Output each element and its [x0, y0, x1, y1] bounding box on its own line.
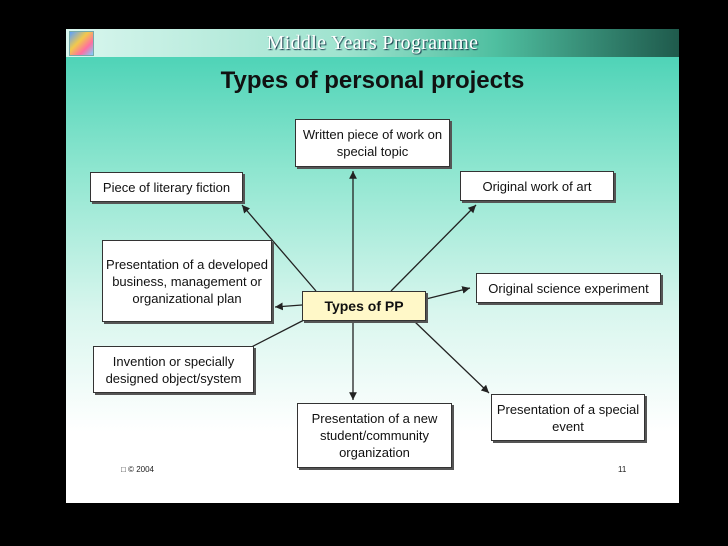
arrow-science	[425, 286, 471, 300]
arrow-art	[390, 204, 477, 292]
footer-copyright: □ © 2004	[121, 465, 154, 474]
node-art: Original work of art	[460, 171, 614, 201]
ib-logo-icon	[69, 31, 94, 56]
programme-title: Middle Years Programme	[266, 32, 479, 54]
center-node: Types of PP	[302, 291, 426, 321]
footer-logo-icon: □	[121, 465, 126, 474]
arrow-event	[413, 320, 490, 394]
arrow-fiction	[241, 204, 317, 292]
node-invention: Invention or specially designed object/s…	[93, 346, 254, 393]
node-business: Presentation of a developed business, ma…	[102, 240, 272, 322]
slide-heading: Types of personal projects	[220, 67, 525, 94]
copyright-text: © 2004	[128, 465, 154, 474]
node-event: Presentation of a special event	[491, 394, 645, 441]
arrow-business	[274, 302, 303, 311]
slide: Middle Years Programme Types of personal…	[66, 29, 679, 503]
node-science: Original science experiment	[476, 273, 661, 303]
node-fiction: Piece of literary fiction	[90, 172, 243, 202]
node-written: Written piece of work on special topic	[295, 119, 450, 167]
page-number: 11	[618, 465, 627, 474]
title-bar: Middle Years Programme	[66, 29, 679, 57]
node-org: Presentation of a new student/community …	[297, 403, 452, 468]
diagram-arrows	[229, 171, 490, 400]
